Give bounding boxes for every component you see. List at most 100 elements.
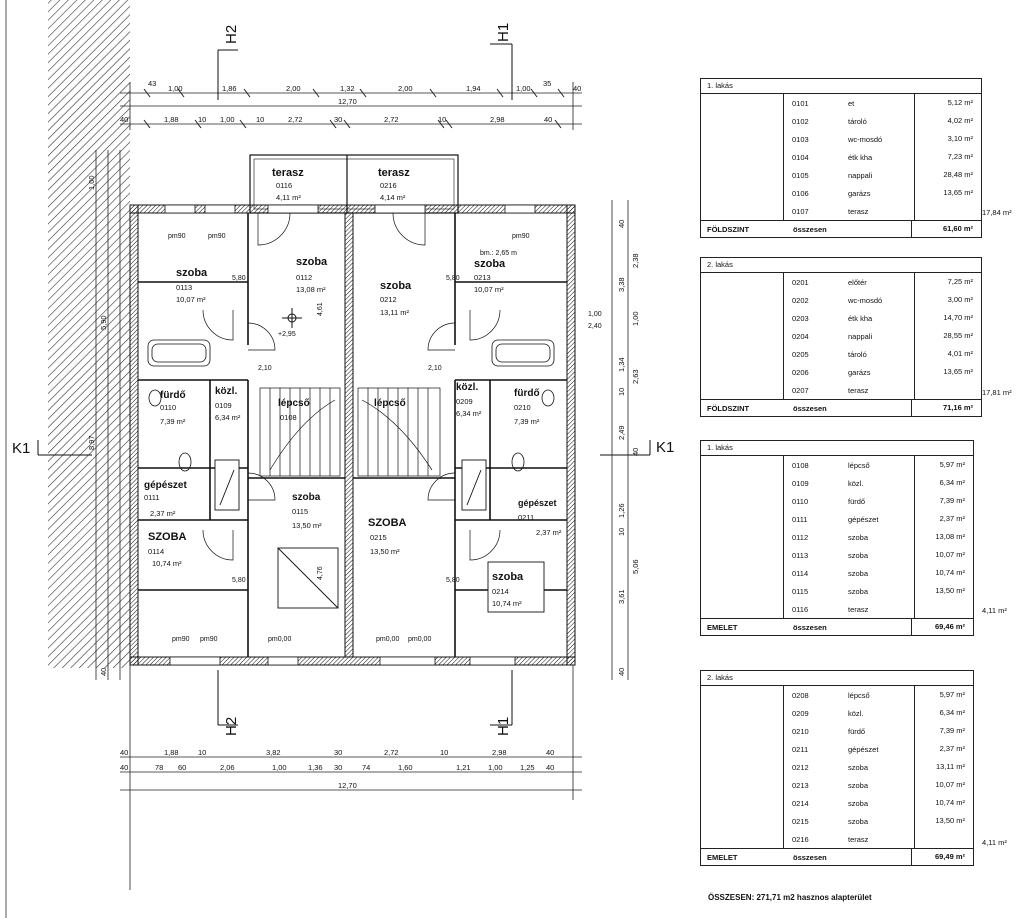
dim-label: 1,00 (168, 84, 183, 93)
svg-text:0215: 0215 (370, 533, 387, 542)
dim-label: 74 (362, 763, 370, 772)
dim-label: 40 (617, 220, 626, 228)
dim-label: 2,98 (492, 748, 507, 757)
room-0110: fürdő 0110 7,39 m² (160, 390, 186, 426)
dim-label: 40 (120, 115, 128, 124)
svg-text:0113: 0113 (176, 283, 192, 292)
level-label: +2,95 (278, 331, 296, 338)
dim-label: 40 (617, 668, 626, 676)
total-summary: ÖSSZESEN: 271,71 m2 hasznos alapterület (708, 893, 872, 902)
svg-text:szoba: szoba (176, 267, 208, 279)
terrace-area-outside: 4,11 m² (982, 606, 1007, 615)
dim-label: 3,61 (617, 589, 626, 604)
right-dimensions (611, 200, 629, 680)
level-marker-icon (282, 308, 302, 328)
svg-text:0209: 0209 (456, 397, 473, 406)
svg-text:terasz: terasz (378, 167, 410, 179)
dim-label: 30 (334, 748, 342, 757)
svg-text:szoba: szoba (292, 492, 321, 503)
table-title: 1. lakás (701, 79, 981, 94)
bm-label: bm.: 2,65 m (480, 250, 517, 257)
bottom-windows (169, 656, 516, 666)
dim-label: 1,32 (340, 84, 355, 93)
dim-label: 2,00 (286, 84, 301, 93)
section-marker-h1-bottom: H1 (490, 670, 513, 736)
dim-label: 40 (544, 115, 552, 124)
section-label: H2 (223, 717, 240, 736)
dim-label: 1,60 (398, 763, 413, 772)
section-label: H1 (495, 717, 512, 736)
svg-text:közl.: közl. (215, 386, 237, 397)
svg-text:szoba: szoba (296, 256, 328, 268)
left-dimensions (95, 150, 121, 680)
svg-text:lépcső: lépcső (374, 398, 406, 409)
dim-label: 5,80 (232, 275, 246, 282)
svg-text:lépcső: lépcső (278, 398, 310, 409)
section-marker-h1-top: H1 (490, 23, 513, 100)
window-sill-label: pm0,00 (268, 636, 291, 643)
stair-right (357, 387, 441, 477)
right-dim-labels: 40 2,38 3,38 1,00 2,63 1,34 10 2,49 40 1… (617, 220, 640, 676)
window-sill-label: pm90 (200, 636, 218, 643)
dim-label: 4,61 (317, 302, 324, 316)
room-0111: gépészet 0111 2,37 m² (144, 480, 187, 518)
svg-text:0110: 0110 (160, 403, 176, 412)
dim-label: 10 (440, 748, 448, 757)
dim-label: 1,00 (87, 175, 96, 190)
dim-label: 1,94 (466, 84, 481, 93)
section-label: H1 (495, 23, 512, 42)
svg-text:4,14 m²: 4,14 m² (380, 193, 406, 202)
dim-label: 1,00 (272, 763, 287, 772)
table-title: 1. lakás (701, 441, 973, 456)
dim-label: 2,00 (398, 84, 413, 93)
section-marker-k1-left: K1 (12, 440, 92, 457)
dim-label: 3,38 (617, 277, 626, 292)
terrace-area-outside: 4,11 m² (982, 838, 1007, 847)
misc-plan-labels: bm.: 2,65 m +2,95 pm90 pm90 pm90 pm90 pm… (168, 233, 602, 643)
svg-text:6,34 m²: 6,34 m² (215, 413, 241, 422)
svg-text:13,50 m²: 13,50 m² (370, 547, 400, 556)
svg-text:10,74 m²: 10,74 m² (152, 559, 182, 568)
svg-text:0116: 0116 (276, 181, 292, 190)
dim-label: 40 (120, 763, 128, 772)
dim-label: 3,82 (266, 748, 281, 757)
bottom-dimensions (120, 665, 582, 890)
window-sill-label: pm90 (208, 233, 226, 240)
dim-label: 2,72 (384, 748, 399, 757)
room-0211: gépészet 0211 2,37 m² (518, 498, 562, 537)
dim-total: 12,70 (338, 781, 357, 790)
dim-label: 5,80 (232, 577, 246, 584)
dim-label: 1,00 (516, 84, 531, 93)
window-sill-label: pm90 (512, 233, 530, 240)
room-0113: szoba 0113 10,07 m² (176, 267, 208, 304)
room-0208: lépcső (374, 398, 406, 409)
window-sill-label: pm90 (168, 233, 186, 240)
dim-label: 2,40 (588, 323, 602, 330)
svg-text:fürdő: fürdő (514, 388, 540, 399)
neighbor-hatch (48, 0, 130, 668)
svg-text:13,50 m²: 13,50 m² (292, 521, 322, 530)
dim-label: 60 (178, 763, 186, 772)
svg-text:0214: 0214 (492, 587, 509, 596)
